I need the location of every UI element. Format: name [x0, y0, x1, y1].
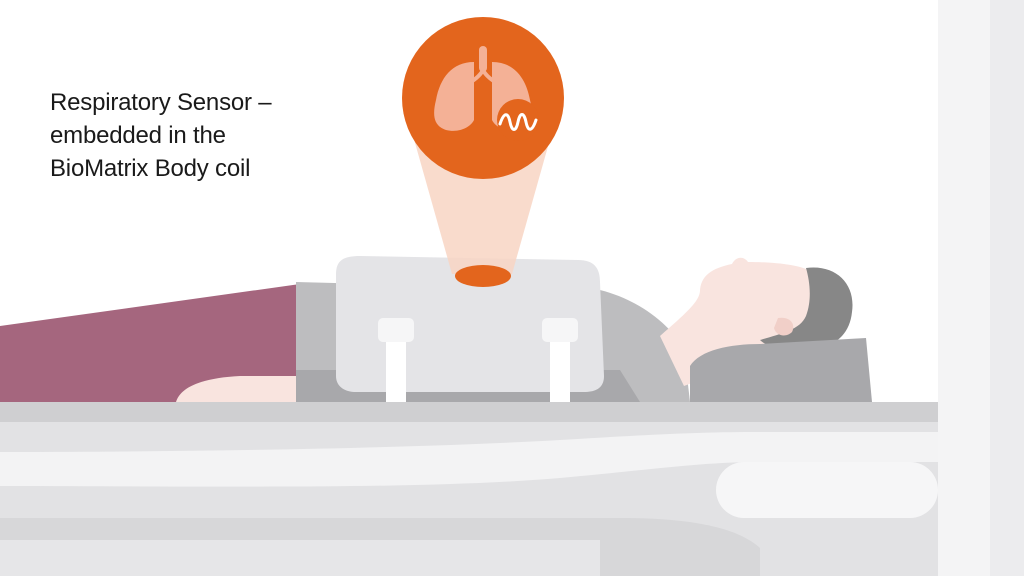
coil-strap-left — [386, 330, 406, 402]
caption-line-3: BioMatrix Body coil — [50, 155, 251, 182]
table-slot — [716, 462, 938, 518]
scanner-bore-inner — [938, 0, 990, 576]
caption: Respiratory Sensor – embedded in the Bio… — [50, 86, 272, 185]
coil-buckle-left — [378, 318, 414, 342]
coil-strap-right — [550, 330, 570, 402]
patient-gown — [0, 284, 300, 402]
patient-ear — [774, 317, 794, 336]
caption-line-2: embedded in the — [50, 122, 226, 149]
coil-buckle-right — [542, 318, 578, 342]
respiratory-sensor-spot — [455, 265, 511, 287]
patient-hair — [760, 267, 853, 350]
table-top — [0, 402, 938, 422]
breathing-wave-icon — [497, 99, 539, 141]
patient-hand — [176, 376, 300, 402]
table-lower-panel — [0, 540, 600, 576]
sensor-badge — [402, 17, 564, 179]
caption-line-1: Respiratory Sensor – — [50, 89, 272, 116]
table-base-highlight — [0, 432, 938, 487]
head-rest — [690, 338, 872, 402]
